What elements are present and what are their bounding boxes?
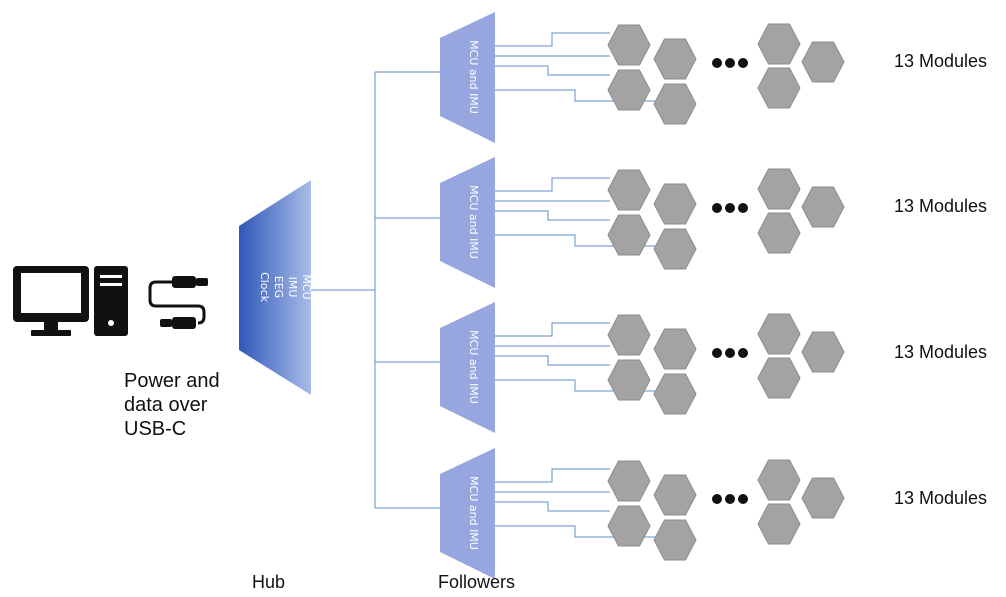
hub-chip-line-imu: IMU	[286, 277, 299, 298]
hexagon-module-icon	[607, 169, 651, 211]
hexagon-module-icon	[757, 23, 801, 65]
hexagon-module-icon	[607, 505, 651, 547]
hexagon-module-icon	[607, 24, 651, 66]
hexagon-module-icon	[801, 186, 845, 228]
hexagon-module-icon	[653, 474, 697, 516]
hexagon-module-icon	[607, 69, 651, 111]
hub-chip-line-eeg: EEG	[272, 276, 285, 298]
hub-caption: Hub	[252, 572, 286, 592]
module-connector-lines	[495, 177, 655, 247]
hexagon-module-icon	[801, 477, 845, 519]
modules-label-4: 13 Modules	[894, 488, 988, 508]
hexagon-module-icon	[653, 183, 697, 225]
modules-label-1: 13 Modules	[894, 51, 988, 71]
hexagon-module-icon	[757, 168, 801, 210]
hexagon-module-icon	[757, 313, 801, 355]
hexagon-module-icon	[757, 459, 801, 501]
follower-chip	[440, 302, 495, 433]
hexagon-module-icon	[653, 38, 697, 80]
hexagon-module-icon	[757, 67, 801, 109]
power-data-caption: Power and data over USB-C	[124, 370, 220, 440]
hexagon-module-icon	[653, 519, 697, 561]
hexagon-module-icon	[801, 331, 845, 373]
hexagon-module-icon	[607, 214, 651, 256]
follower-group-3: MCU and IMU	[440, 302, 845, 433]
follower-group-4: MCU and IMU	[440, 448, 845, 579]
hexagon-module-icon	[607, 460, 651, 502]
desktop-monitor-icon	[13, 266, 89, 336]
follower-chip-label: MCU and IMU	[467, 185, 480, 259]
hub-chip-line-clock: Clock	[258, 272, 271, 303]
hub-chip: MCU IMU EEG Clock	[239, 180, 313, 395]
hexagon-module-icon	[757, 212, 801, 254]
modules-label-3: 13 Modules	[894, 342, 988, 362]
follower-group-1: MCU and IMU	[440, 12, 845, 143]
hexagon-module-icon	[801, 41, 845, 83]
hexagon-module-icon	[757, 357, 801, 399]
follower-chip-label: MCU and IMU	[467, 40, 480, 114]
modules-label-2: 13 Modules	[894, 196, 988, 216]
hexagon-module-icon	[607, 314, 651, 356]
ellipsis-icon	[712, 348, 748, 358]
follower-chip	[440, 448, 495, 579]
pc-tower-icon	[94, 266, 128, 336]
hexagon-module-icon	[653, 228, 697, 270]
follower-chip-label: MCU and IMU	[467, 476, 480, 550]
usb-c-cable-icon	[148, 276, 208, 329]
hub-chip-line-mcu: MCU	[300, 274, 313, 299]
hexagon-module-icon	[607, 359, 651, 401]
hexagon-module-icon	[757, 503, 801, 545]
hexagon-module-icon	[653, 328, 697, 370]
hub-bus-lines	[311, 71, 440, 509]
hexagon-module-icon	[653, 83, 697, 125]
followers-caption: Followers	[438, 572, 516, 592]
ellipsis-icon	[712, 58, 748, 68]
follower-group-2: MCU and IMU	[440, 157, 845, 288]
follower-chip	[440, 12, 495, 143]
follower-chip	[440, 157, 495, 288]
follower-chip-label: MCU and IMU	[467, 330, 480, 404]
ellipsis-icon	[712, 494, 748, 504]
ellipsis-icon	[712, 203, 748, 213]
hexagon-module-icon	[653, 373, 697, 415]
module-connector-lines	[495, 322, 655, 392]
